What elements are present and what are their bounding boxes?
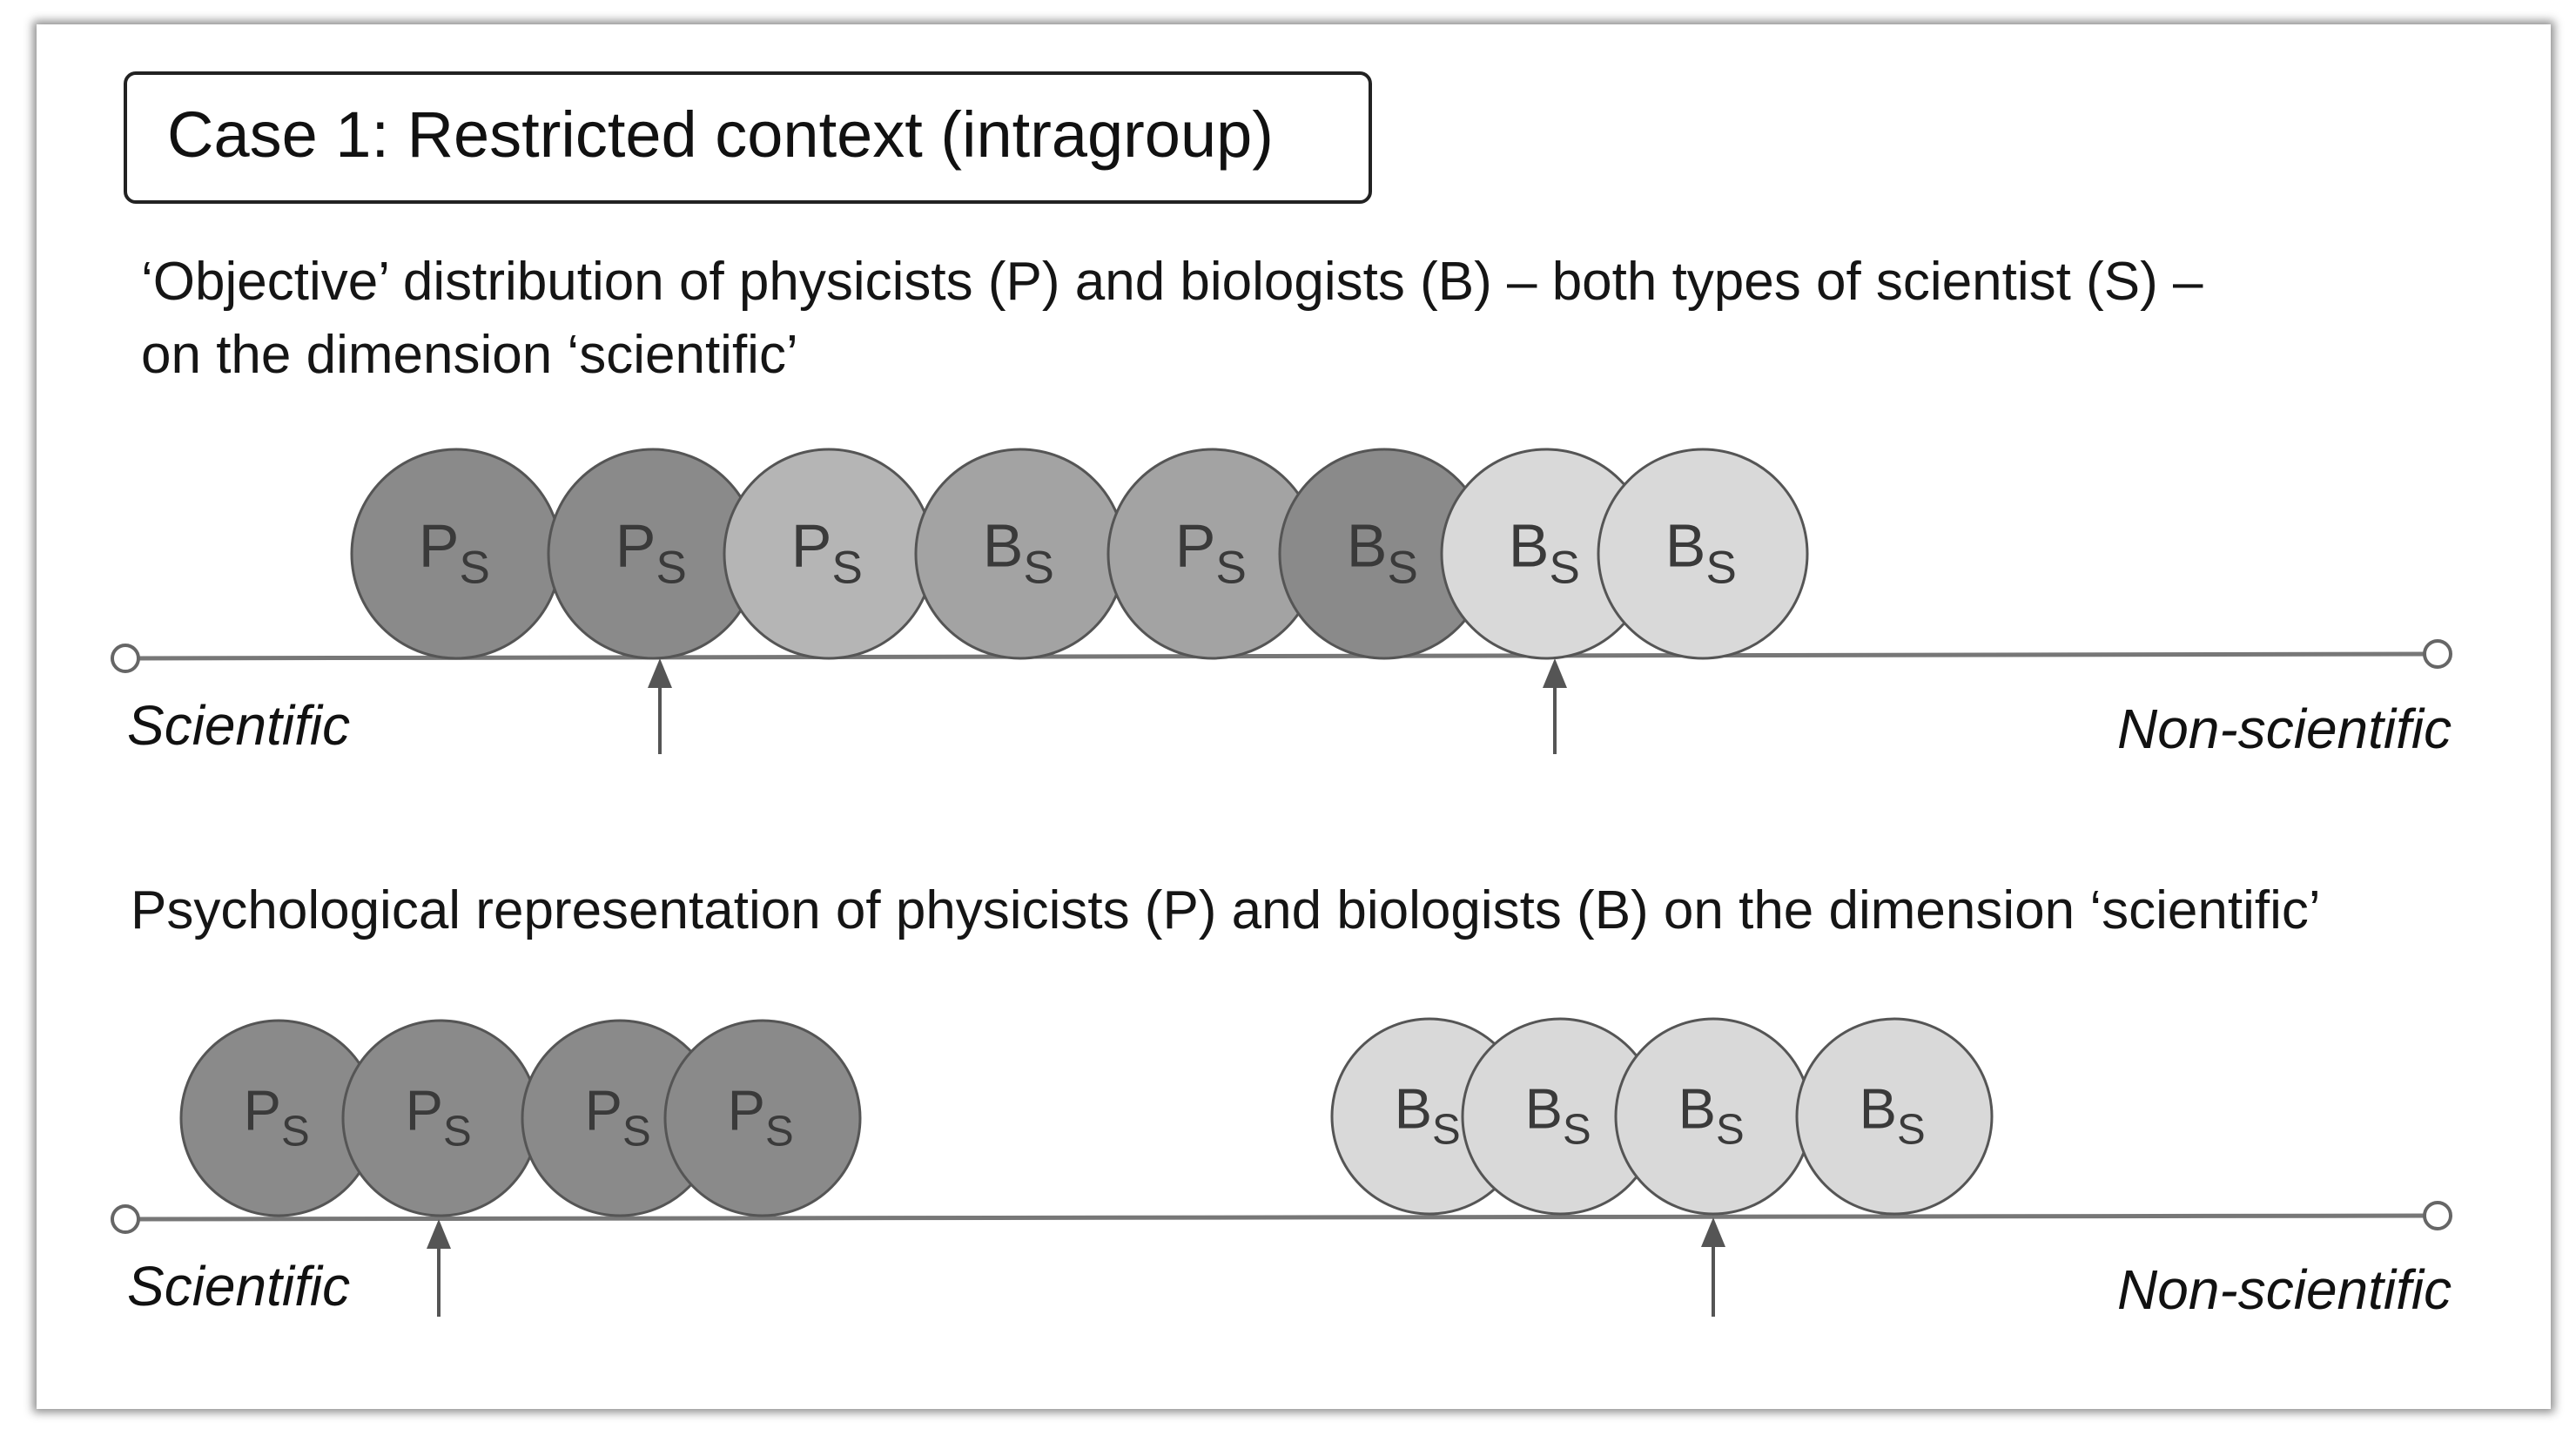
psychological-axis-right-end [2423, 1201, 2452, 1230]
objective-axis-line [124, 651, 2438, 661]
circle-subscript: S [460, 542, 490, 593]
objective-physicist-circle-5: PS [1106, 448, 1319, 660]
circle-subscript: S [832, 542, 863, 593]
psychological-physicist-circle-3: PS [521, 1019, 719, 1217]
psychological-arrow-biologists [1701, 1217, 1725, 1317]
circle-subscript: S [1716, 1106, 1745, 1153]
psychological-axis-line [124, 1213, 2438, 1222]
objective-axis-left-label: Scientific [127, 694, 351, 757]
objective-biologist-circle-4: BS [914, 448, 1127, 660]
circle-subscript: S [1432, 1106, 1461, 1153]
objective-biologist-circle-7: BS [1440, 448, 1652, 660]
psychological-caption: Psychological representation of physicis… [131, 880, 2321, 940]
circle-subscript: S [1550, 542, 1580, 593]
psychological-biologist-circle-4: BS [1795, 1017, 1994, 1216]
psychological-axis-right-label: Non-scientific [2117, 1258, 2452, 1321]
objective-physicist-circle-3: PS [723, 448, 935, 660]
psychological-physicist-circle-4: PS [663, 1019, 862, 1217]
psychological-physicist-circle-1: PS [179, 1019, 378, 1217]
objective-axis-left-end [111, 644, 140, 673]
title-box: Case 1: Restricted context (intragroup) [124, 71, 1372, 204]
circle-subscript: S [1216, 542, 1247, 593]
figure-title: Case 1: Restricted context (intragroup) [167, 98, 1274, 171]
psychological-physicist-circle-2: PS [341, 1019, 540, 1217]
objective-biologist-circle-8: BS [1597, 448, 1809, 660]
objective-axis-right-end [2423, 639, 2452, 669]
objective-caption-line-2: on the dimension ‘scientific’ [141, 325, 798, 385]
circle-subscript: S [1024, 542, 1054, 593]
circle-subscript: S [1563, 1106, 1591, 1153]
circle-subscript: S [443, 1108, 472, 1155]
objective-caption-line-1: ‘Objective’ distribution of physicists (… [141, 252, 2203, 312]
circle-subscript: S [765, 1108, 794, 1155]
objective-arrow-biologists [1543, 658, 1567, 754]
objective-axis-right-label: Non-scientific [2117, 698, 2452, 760]
objective-physicist-circle-2: PS [547, 448, 759, 660]
objective-physicist-circle-1: PS [350, 448, 562, 660]
psychological-axis-left-end [111, 1204, 140, 1234]
psychological-biologist-circle-2: BS [1461, 1017, 1659, 1216]
circle-subscript: S [622, 1108, 651, 1155]
psychological-arrow-physicists [427, 1219, 451, 1317]
objective-arrow-physicists [648, 658, 672, 754]
circle-subscript: S [1706, 542, 1737, 593]
circle-subscript: S [656, 542, 687, 593]
circle-subscript: S [1388, 542, 1418, 593]
psychological-axis-left-label: Scientific [127, 1255, 351, 1318]
objective-biologist-circle-6: BS [1278, 448, 1490, 660]
psychological-biologist-circle-3: BS [1614, 1017, 1813, 1216]
circle-subscript: S [1897, 1106, 1926, 1153]
circle-subscript: S [281, 1108, 310, 1155]
